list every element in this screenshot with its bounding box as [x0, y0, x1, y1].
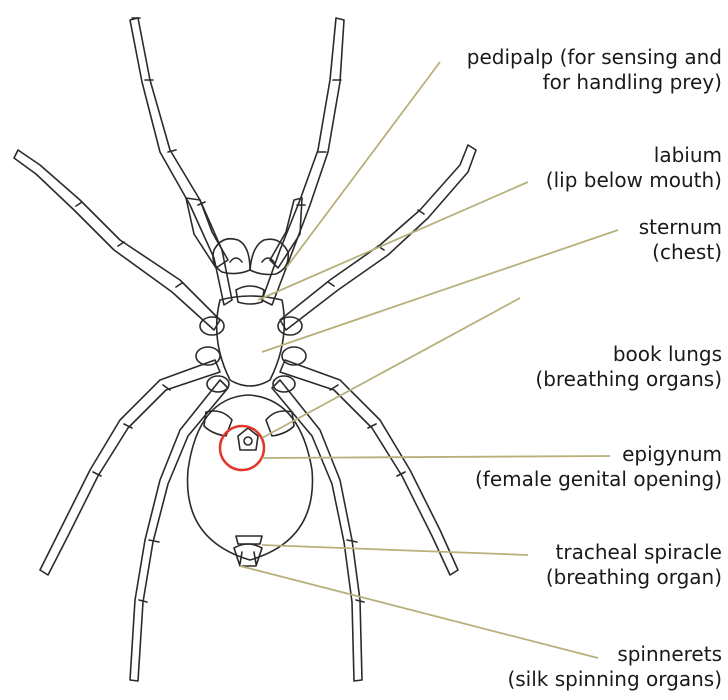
label-book-lungs: book lungs (breathing organs) [535, 342, 722, 392]
chelicerae [213, 239, 250, 274]
label-sternum-line2: (chest) [639, 240, 722, 265]
leader-pedipalp [286, 62, 440, 268]
leg-third-left [40, 360, 220, 575]
labium [236, 286, 264, 304]
label-tracheal-line2: (breathing organ) [546, 565, 722, 590]
label-epigynum-line1: epigynum [475, 442, 722, 467]
label-labium: labium (lip below mouth) [546, 143, 722, 193]
leg-second-left [14, 150, 220, 330]
label-pedipalp: pedipalp (for sensing and for handling p… [467, 45, 722, 95]
label-epigynum-line2: (female genital opening) [475, 467, 722, 492]
label-spinnerets-line2: (silk spinning organs) [507, 667, 722, 692]
label-book-lungs-line1: book lungs [535, 342, 722, 367]
spinnerets [234, 544, 262, 566]
leg-front-left [130, 18, 232, 305]
label-sternum-line1: sternum [639, 215, 722, 240]
label-book-lungs-line2: (breathing organs) [535, 367, 722, 392]
leader-tracheal [262, 545, 528, 555]
label-tracheal-spiracle: tracheal spiracle (breathing organ) [546, 540, 722, 590]
label-tracheal-line1: tracheal spiracle [546, 540, 722, 565]
label-epigynum: epigynum (female genital opening) [475, 442, 722, 492]
sternum [217, 296, 285, 386]
label-spinnerets: spinnerets (silk spinning organs) [507, 642, 722, 692]
leader-labium [258, 182, 528, 300]
leg-third-right [280, 360, 458, 575]
label-labium-line1: labium [546, 143, 722, 168]
label-pedipalp-line2: for handling prey) [467, 70, 722, 95]
label-spinnerets-line1: spinnerets [507, 642, 722, 667]
tracheal-spiracle [236, 536, 262, 544]
label-sternum: sternum (chest) [639, 215, 722, 265]
label-pedipalp-line1: pedipalp (for sensing and [467, 45, 722, 70]
label-labium-line2: (lip below mouth) [546, 168, 722, 193]
leg-back-left [130, 380, 228, 681]
